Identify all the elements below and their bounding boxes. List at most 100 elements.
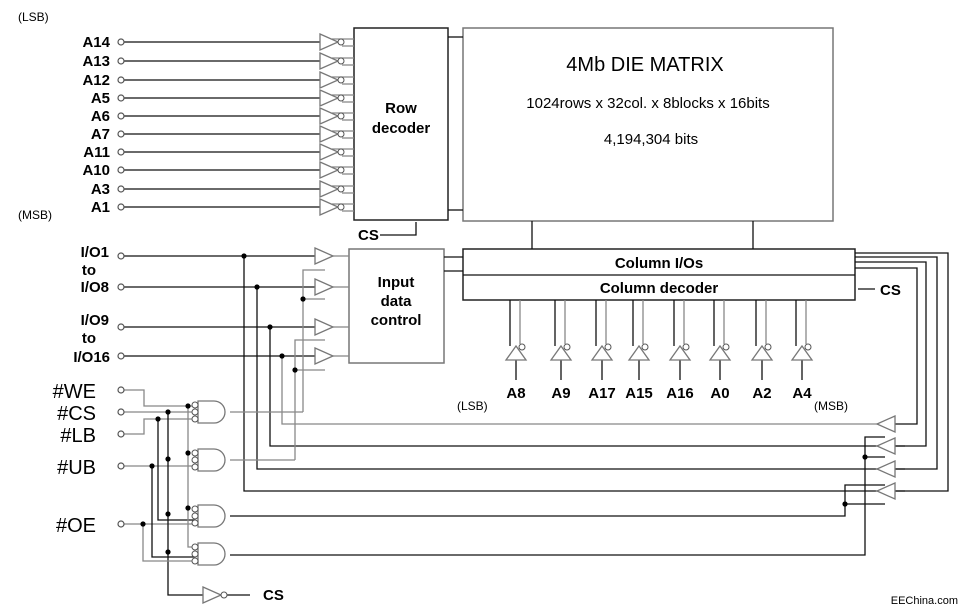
inverter-bubble-icon <box>191 550 199 558</box>
inverter-bubble-icon <box>641 343 649 351</box>
row-address-label-a13: A13 <box>82 53 110 70</box>
io1-label: I/O1 <box>81 244 109 261</box>
junction-dot <box>279 353 285 359</box>
inverter-bubble-icon <box>337 94 345 102</box>
cs-inverter-icon <box>202 585 223 605</box>
input-buffer-icon <box>314 317 335 337</box>
wire <box>243 256 905 492</box>
column-address-label-a16: A16 <box>666 385 694 402</box>
components <box>117 32 896 605</box>
junction-dot <box>842 501 848 507</box>
inverter-bubble-icon <box>682 343 690 351</box>
row-address-label-a10: A10 <box>82 162 110 179</box>
cs-output-label: CS <box>263 587 284 604</box>
input-data-control-label: Input <box>378 274 415 291</box>
column-address-buffer-icon <box>504 344 528 361</box>
junction-dot <box>185 505 191 511</box>
inverter-bubble-icon <box>191 408 199 416</box>
junction-dot <box>165 511 171 517</box>
column-address-buffer-icon <box>790 344 814 361</box>
inverter-bubble-icon <box>722 343 730 351</box>
inverter-bubble-icon <box>764 343 772 351</box>
wire <box>167 412 203 596</box>
junction-dot <box>185 450 191 456</box>
inverter-bubble-icon <box>191 456 199 464</box>
row-address-label-a12: A12 <box>82 72 110 89</box>
column-decoder-label: Column decoder <box>600 280 719 297</box>
inverter-bubble-icon <box>191 401 199 409</box>
junction-dot <box>165 456 171 462</box>
column-address-label-a4: A4 <box>792 385 812 402</box>
inverter-bubble-icon <box>191 557 199 565</box>
row-address-pin-a10 <box>117 166 125 174</box>
io-low-to-label: to <box>82 262 96 279</box>
wire <box>256 287 905 470</box>
inverter-bubble-icon <box>191 543 199 551</box>
control-pin-label-ub: #UB <box>57 457 96 479</box>
wire <box>855 267 918 425</box>
row-address-pin-a14 <box>117 38 125 46</box>
row-address-pin-a5 <box>117 94 125 102</box>
wire <box>151 466 195 558</box>
wire <box>855 261 927 447</box>
wire <box>269 327 905 447</box>
inverter-bubble-icon <box>337 57 345 65</box>
junction-dot <box>155 416 161 422</box>
row-address-buffer-icon <box>319 179 340 199</box>
junction-dot <box>862 454 868 460</box>
io8-label: I/O8 <box>81 279 109 296</box>
row-address-buffer-icon <box>319 160 340 180</box>
wire <box>230 484 885 517</box>
row-address-label-a1: A1 <box>91 199 110 216</box>
column-address-label-a17: A17 <box>588 385 616 402</box>
inverter-bubble-icon <box>220 591 228 599</box>
row-address-label-a11: A11 <box>83 144 110 161</box>
inverter-bubble-icon <box>337 130 345 138</box>
io8-pin <box>117 283 125 291</box>
die-matrix-box <box>462 27 834 222</box>
row-address-pin-a7 <box>117 130 125 138</box>
junction-dot <box>140 521 146 527</box>
inverter-bubble-icon <box>337 112 345 120</box>
output-buffer-icon <box>875 481 896 501</box>
inverter-bubble-icon <box>337 166 345 174</box>
control-pin-label-we: #WE <box>53 381 96 403</box>
row-address-pin-a6 <box>117 112 125 120</box>
row-address-label-a5: A5 <box>91 90 110 107</box>
row-address-pin-a3 <box>117 185 125 193</box>
inverter-bubble-icon <box>191 505 199 513</box>
and-gate-icon <box>197 448 226 472</box>
matrix-organization: 1024rows x 32col. x 8blocks x 16bits <box>526 95 769 112</box>
column-address-buffer-icon <box>590 344 614 361</box>
row-address-buffer-icon <box>319 142 340 162</box>
inverter-bubble-icon <box>563 343 571 351</box>
row-msb-label: (MSB) <box>18 208 52 222</box>
wire <box>124 418 195 435</box>
row-address-buffer-icon <box>319 51 340 71</box>
row-address-pin-a11 <box>117 148 125 156</box>
junction-dot <box>165 409 171 415</box>
column-address-buffer-icon <box>668 344 692 361</box>
wire <box>124 389 195 407</box>
control-pin-we <box>117 386 125 394</box>
control-pin-label-lb: #LB <box>60 425 96 447</box>
output-buffer-icon <box>875 414 896 434</box>
row-address-label-a3: A3 <box>91 181 110 198</box>
io-high-to-label: to <box>82 330 96 347</box>
control-pin-lb <box>117 430 125 438</box>
control-pin-label-oe: #OE <box>56 515 96 537</box>
column-address-label-a0: A0 <box>710 385 729 402</box>
column-io-label: Column I/Os <box>615 255 703 272</box>
inverter-bubble-icon <box>337 76 345 84</box>
row-address-buffer-icon <box>319 70 340 90</box>
wire <box>157 419 195 521</box>
wire <box>281 356 880 425</box>
input-buffer-icon <box>314 346 335 366</box>
inverter-bubble-icon <box>804 343 812 351</box>
wire <box>855 256 938 470</box>
input-data-control-box <box>348 248 445 364</box>
output-buffer-icon <box>875 436 896 456</box>
io16-pin <box>117 352 125 360</box>
input-buffer-icon <box>314 277 335 297</box>
inverter-bubble-icon <box>518 343 526 351</box>
